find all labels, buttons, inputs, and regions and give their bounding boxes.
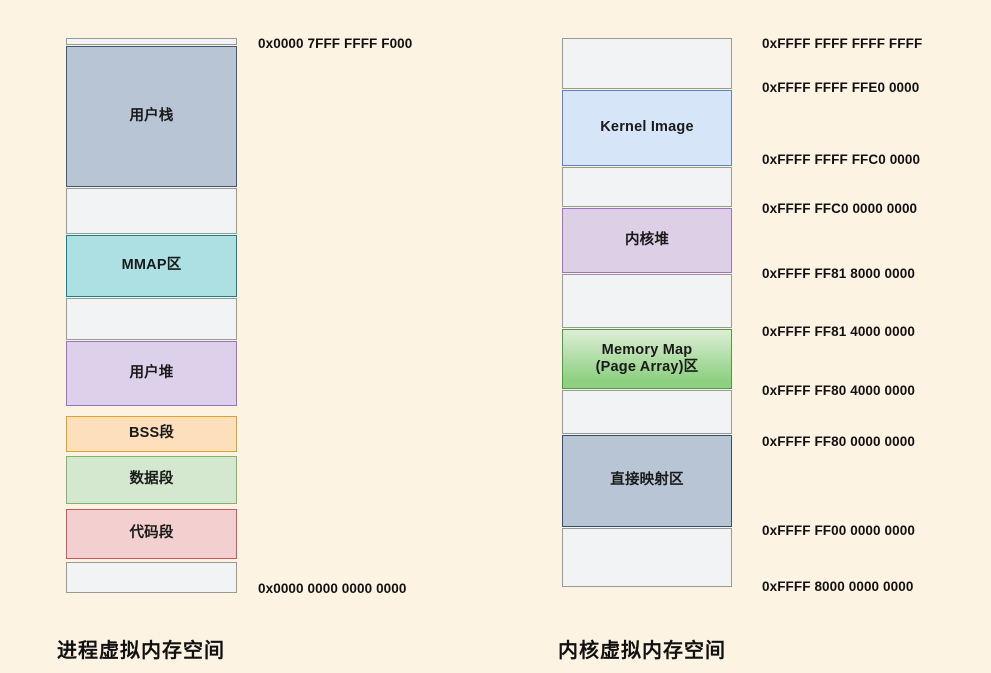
memory-block-kernel-heap: 内核堆 xyxy=(562,208,732,273)
memory-block-gap-top xyxy=(562,38,732,89)
memory-block-gap-3 xyxy=(66,562,237,593)
memory-block-label: 用户堆 xyxy=(129,364,174,381)
address-label-ffff-ff81-8000-0000: 0xFFFF FF81 8000 0000 xyxy=(762,266,915,281)
memory-block-label: 代码段 xyxy=(129,525,174,542)
memory-block-user-stack: 用户栈 xyxy=(66,46,237,187)
memory-block-direct-mapping: 直接映射区 xyxy=(562,435,732,527)
memory-block-gap-1 xyxy=(66,188,237,234)
memory-block-label: 数据段 xyxy=(129,471,174,488)
address-label-ffff-ff80-0000-0000: 0xFFFF FF80 0000 0000 xyxy=(762,434,915,449)
memory-block-gap-2 xyxy=(66,298,237,340)
address-label-ffff-ffff-ffff-ffff: 0xFFFF FFFF FFFF FFFF xyxy=(762,36,923,51)
caption-process-virtual-memory: 进程虚拟内存空间 xyxy=(57,640,225,662)
memory-block-gap-1 xyxy=(562,167,732,207)
address-label-ffff-ff00-0000-0000: 0xFFFF FF00 0000 0000 xyxy=(762,523,915,538)
memory-block-gap-2 xyxy=(562,274,732,328)
memory-block-kernel-image: Kernel Image xyxy=(562,90,732,166)
address-label-process-bottom: 0x0000 0000 0000 0000 xyxy=(258,581,407,596)
memory-block-label: MMAP区 xyxy=(121,257,182,274)
memory-block-label: 用户栈 xyxy=(129,107,174,124)
memory-block-text-segment: 代码段 xyxy=(66,509,237,559)
address-label-ffff-ff80-4000-0000: 0xFFFF FF80 4000 0000 xyxy=(762,383,915,398)
address-label-process-top: 0x0000 7FFF FFFF F000 xyxy=(258,36,413,51)
process-memory-column: 用户栈 MMAP区用户堆 BSS段数据段代码段 xyxy=(66,38,237,593)
address-label-ffff-ffff-ffe0-0000: 0xFFFF FFFF FFE0 0000 xyxy=(762,80,920,95)
memory-block-label: Memory Map(Page Array)区 xyxy=(595,341,699,375)
memory-block-label: 内核堆 xyxy=(624,231,670,248)
memory-block-data-segment: 数据段 xyxy=(66,456,237,504)
memory-block-label: Kernel Image xyxy=(600,119,694,136)
address-label-ffff-ffff-ffc0-0000: 0xFFFF FFFF FFC0 0000 xyxy=(762,152,921,167)
memory-block-bss-segment: BSS段 xyxy=(66,416,237,452)
memory-block-gap-3 xyxy=(562,390,732,434)
caption-kernel-virtual-memory: 内核虚拟内存空间 xyxy=(558,640,726,662)
address-label-ffff-8000-0000-0000: 0xFFFF 8000 0000 0000 xyxy=(762,579,914,594)
memory-block-label: 直接映射区 xyxy=(610,472,684,489)
address-label-ffff-ff81-4000-0000: 0xFFFF FF81 4000 0000 xyxy=(762,324,915,339)
memory-block-memory-map: Memory Map(Page Array)区 xyxy=(562,329,732,389)
kernel-memory-column: Kernel Image 内核堆 Memory Map(Page Array)区直接… xyxy=(562,38,732,587)
memory-block-top-sliver xyxy=(66,38,237,45)
memory-block-gap-bottom xyxy=(562,528,732,587)
address-label-ffff-ffc0-0000-0000: 0xFFFF FFC0 0000 0000 xyxy=(762,201,918,216)
memory-block-label: BSS段 xyxy=(128,425,175,442)
memory-block-mmap-area: MMAP区 xyxy=(66,235,237,297)
memory-block-user-heap: 用户堆 xyxy=(66,341,237,406)
